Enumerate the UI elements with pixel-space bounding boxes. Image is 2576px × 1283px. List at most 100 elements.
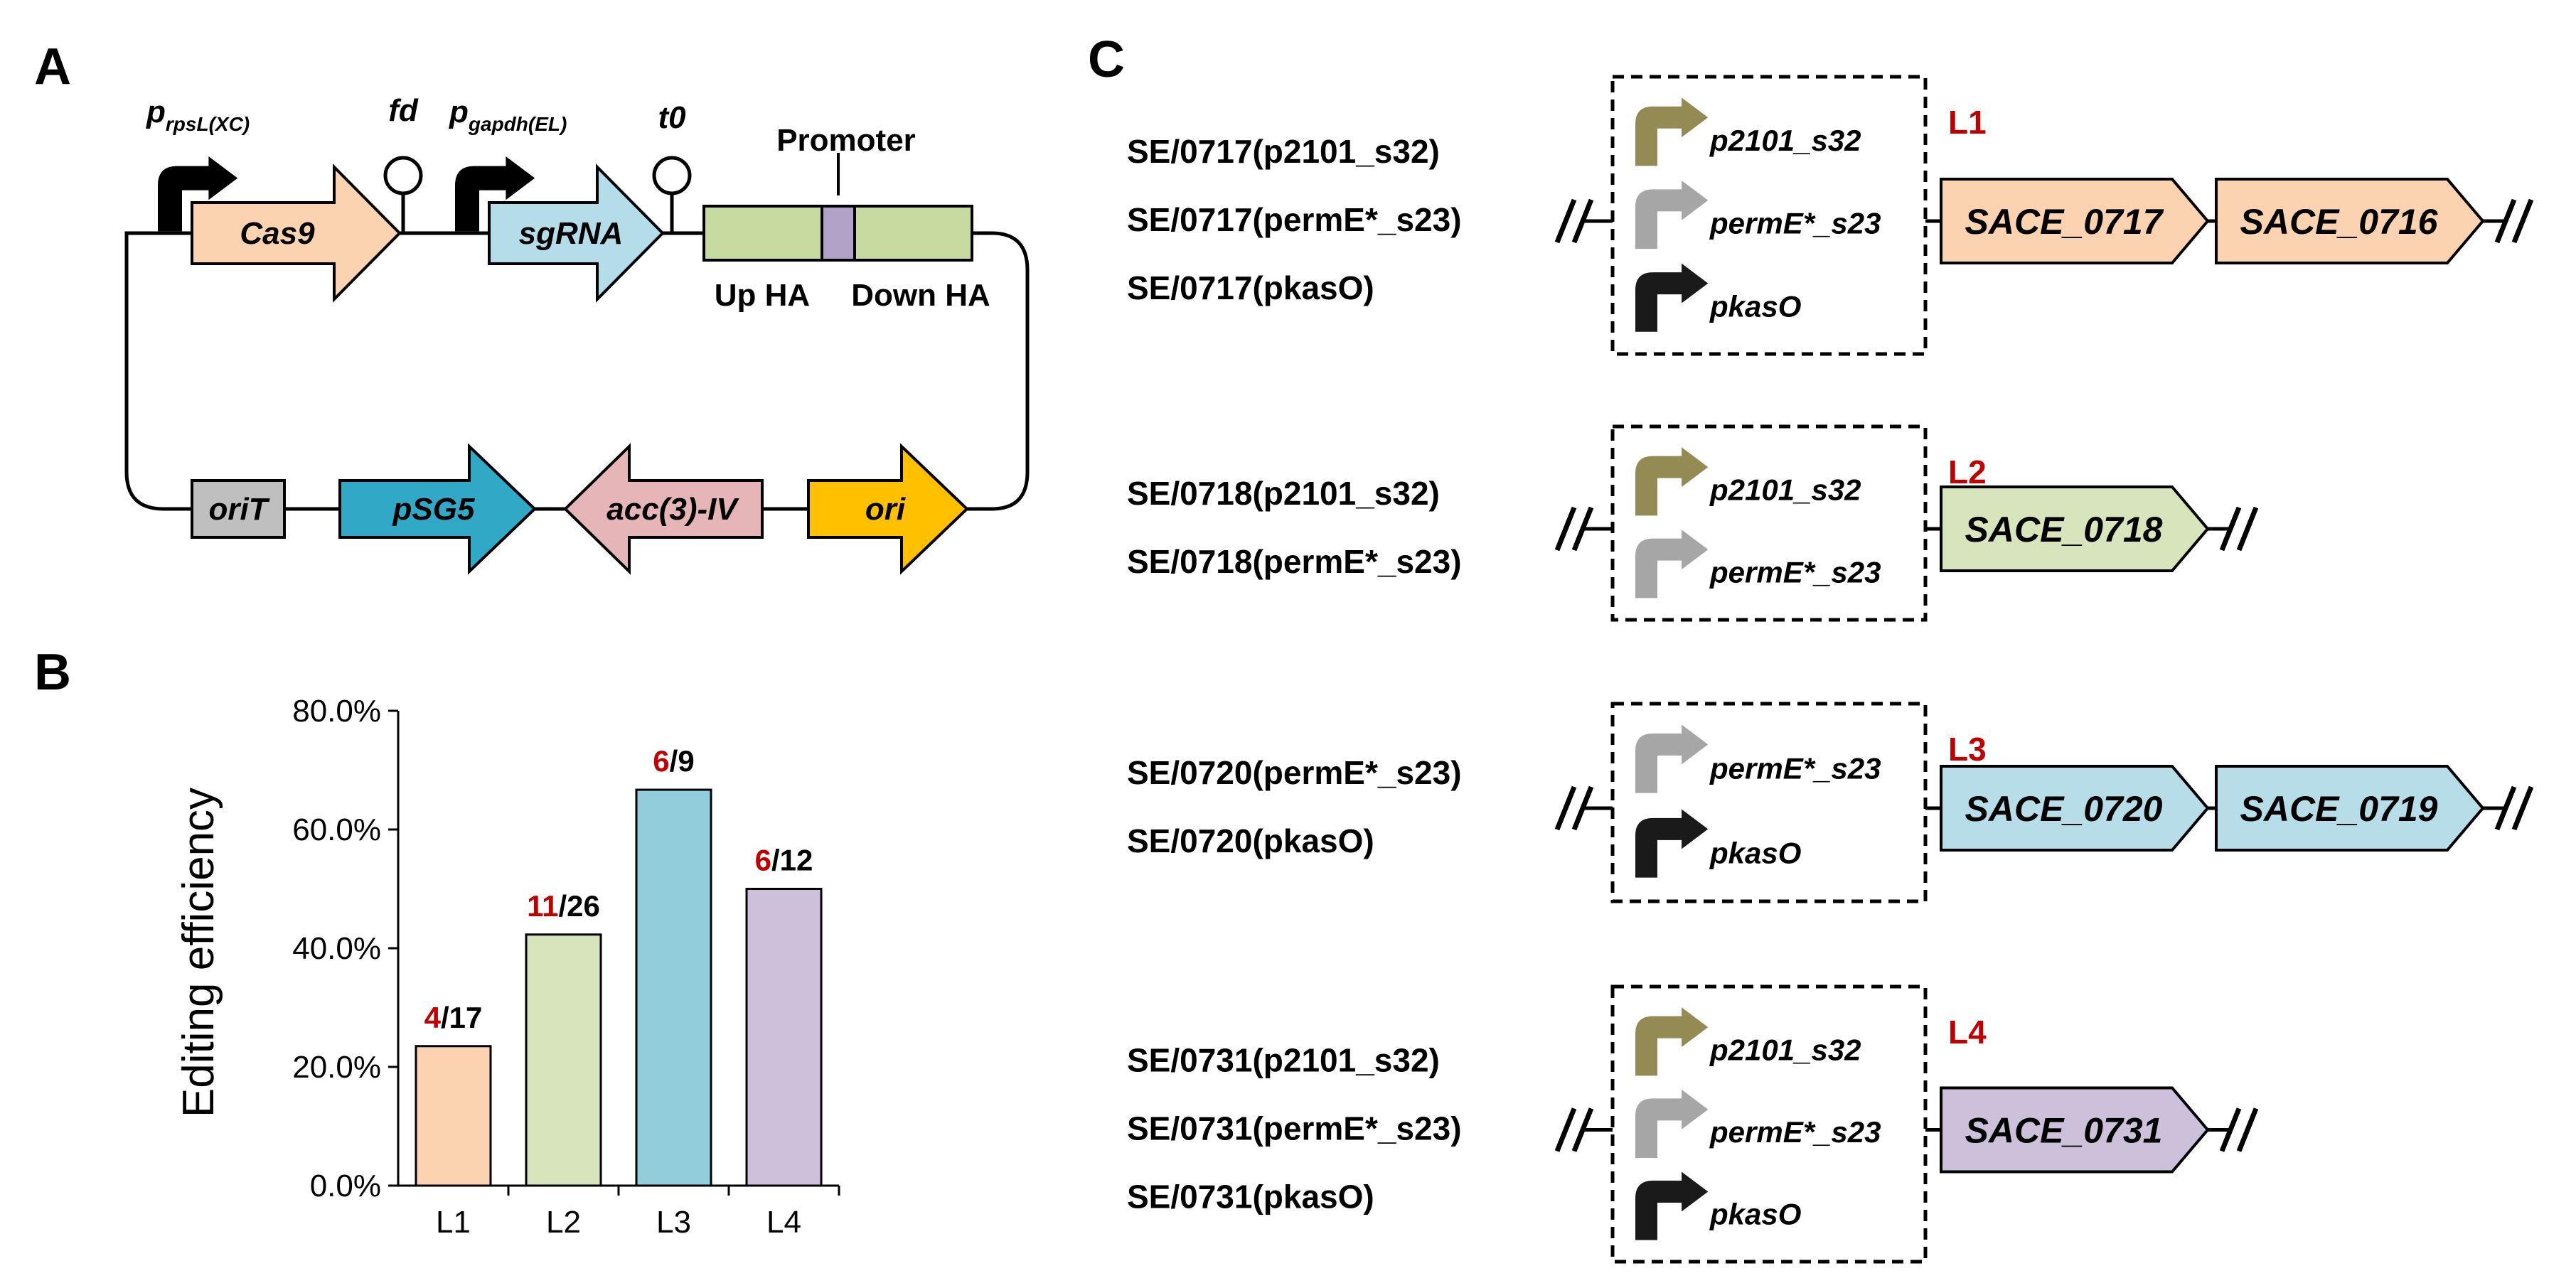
bar-L1: [415, 1045, 492, 1187]
promoter-name: pkasO: [1709, 289, 1801, 323]
x-tick-label-L3: L3: [656, 1205, 691, 1240]
psg5-gene-arrow: [338, 443, 537, 575]
promoter-arrow-permE*_s23: [1635, 724, 1709, 793]
strain-label: SE/0717(pkasO): [1127, 269, 1374, 306]
promoter-name: pkasO: [1709, 1198, 1801, 1231]
cas9-gene-arrow: [191, 163, 402, 303]
bar-annotation-L2: 11/26: [527, 889, 600, 923]
promoter-name: permE*_s23: [1709, 556, 1881, 589]
bar-L3: [635, 788, 712, 1187]
promoter-insert-box: [1610, 75, 1928, 356]
y-axis-ticks: 0.0%20.0%40.0%60.0%80.0%: [292, 694, 398, 1203]
panel-b-label: B: [34, 644, 71, 701]
break-mark: [2219, 1107, 2242, 1152]
break-mark: [2511, 785, 2534, 831]
terminator-t0-label: t0: [658, 100, 686, 135]
gene-label: SACE_0719: [2240, 789, 2438, 829]
promoter-arrow-p2101_s32: [1635, 1007, 1709, 1076]
total-count: /9: [670, 744, 695, 778]
cas9-label: Cas9: [240, 216, 315, 251]
gene-label: SACE_0717: [1965, 202, 2164, 242]
locus-label: L3: [1948, 731, 1987, 768]
x-tick-label-L4: L4: [766, 1205, 801, 1240]
up-ha-box: [702, 205, 823, 262]
strain-label: SE/0717(p2101_s32): [1127, 133, 1440, 170]
gene-SACE_0719: [2215, 765, 2485, 852]
strain-label: SE/0717(permE*_s23): [1127, 201, 1462, 238]
break-mark: [2494, 198, 2517, 244]
edited-count: 6: [653, 744, 669, 778]
sgrna-label: sgRNA: [519, 216, 624, 251]
break-mark: [1571, 1107, 1594, 1152]
gene-label: SACE_0716: [2240, 202, 2439, 242]
promoter-rpsL-label: prpsL(XC): [146, 95, 250, 135]
bar-L4: [745, 888, 823, 1187]
promoter-insert-box: [1610, 984, 1928, 1264]
edited-count: 11: [527, 889, 558, 923]
promoter-label: Promoter: [776, 123, 916, 158]
y-axis-title: Editing efficiency: [174, 788, 223, 1117]
plasmid-backbone: [124, 231, 1030, 511]
promoter-arrow-permE*_s23: [1635, 1089, 1709, 1159]
promoter-insert-box: [1610, 702, 1928, 903]
locus-L2: L2SACE_0718p2101_s32permE*_s23SE/0718(p2…: [1127, 424, 2259, 622]
locus-label: L2: [1948, 453, 1987, 490]
x-tick-label-L1: L1: [436, 1205, 471, 1240]
promoter-arrow-p2101_s32: [1635, 447, 1709, 516]
strain-label: SE/0731(pkasO): [1127, 1179, 1374, 1215]
promoter-name: permE*_s23: [1709, 752, 1881, 785]
y-tick-label: 60.0%: [292, 812, 381, 847]
y-tick-label: 80.0%: [292, 694, 381, 729]
break-mark: [2236, 1107, 2259, 1152]
promoter-insert-box: [821, 205, 856, 262]
break-mark: [1554, 198, 1577, 244]
promoter-gapdh-label: pgapdh(EL): [449, 95, 567, 135]
orit-label: oriT: [208, 492, 269, 527]
break-mark: [2511, 198, 2534, 244]
gene-label: SACE_0718: [1965, 510, 2163, 549]
down-ha-box: [853, 205, 973, 262]
promoter-insert-box: [1610, 424, 1928, 622]
gene-label: SACE_0731: [1965, 1111, 2163, 1151]
sgrna-gene-arrow: [488, 163, 665, 303]
promoter-name: p2101_s32: [1709, 473, 1861, 507]
break-mark: [1571, 198, 1594, 244]
strain-label: SE/0720(pkasO): [1127, 822, 1374, 859]
total-count: /26: [559, 889, 600, 923]
panel-a: A prpsL(XC) Cas9 fd pgapdh(EL) sgRNA t0: [34, 38, 1030, 575]
strain-label: SE/0718(permE*_s23): [1127, 543, 1462, 580]
gene-label: SACE_0720: [1965, 789, 2163, 829]
ori-gene-arrow: [807, 443, 969, 575]
break-mark: [2236, 506, 2259, 552]
locus-label: L1: [1948, 104, 1987, 141]
gene-SACE_0718: [1940, 485, 2210, 572]
break-mark: [1571, 506, 1594, 552]
gene-SACE_0717: [1940, 178, 2210, 264]
down-ha-label: Down HA: [851, 278, 990, 313]
promoter-name: permE*_s23: [1709, 1115, 1881, 1149]
terminator-t0: [652, 156, 692, 233]
gene-SACE_0716: [2215, 178, 2485, 264]
break-mark: [2494, 785, 2517, 831]
promoter-name: p2101_s32: [1709, 1033, 1861, 1066]
ori-label: ori: [865, 492, 906, 527]
strain-label: SE/0720(permE*_s23): [1127, 754, 1462, 791]
orit-box: [191, 479, 286, 539]
y-tick-label: 20.0%: [292, 1050, 381, 1085]
up-ha-label: Up HA: [715, 278, 810, 313]
psg5-label: pSG5: [392, 492, 475, 527]
promoter-arrow-pkasO: [1635, 263, 1709, 332]
locus-label: L4: [1948, 1014, 1987, 1051]
break-mark: [1571, 785, 1594, 831]
promoter-arrow-p2101_s32: [1635, 97, 1709, 166]
break-mark: [1554, 1107, 1577, 1152]
edited-count: 4: [424, 1001, 442, 1034]
acc-gene-arrow: [563, 443, 764, 575]
bar-annotation-L1: 4/17: [424, 1001, 483, 1034]
